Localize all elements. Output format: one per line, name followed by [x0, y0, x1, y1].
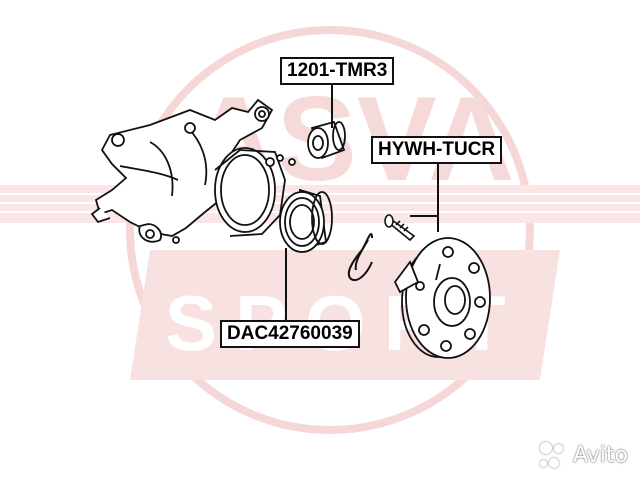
leader-lines [285, 84, 439, 320]
avito-badge: Avito [539, 440, 628, 470]
label-bushing-part-number: 1201-TMR3 [280, 57, 395, 85]
label-hub-bolt-part-number: HYWH-TUCR [371, 136, 503, 164]
knuckle-part [90, 98, 296, 244]
avito-logo-icon [539, 440, 569, 470]
bearing-part [279, 188, 333, 253]
avito-badge-text: Avito [573, 442, 628, 468]
hub-bolt-part [384, 214, 416, 242]
bushing-part [307, 120, 346, 160]
snap-ring-part [347, 232, 373, 281]
wheel-hub-part [393, 237, 491, 359]
label-bearing-part-number: DAC42760039 [220, 320, 360, 348]
